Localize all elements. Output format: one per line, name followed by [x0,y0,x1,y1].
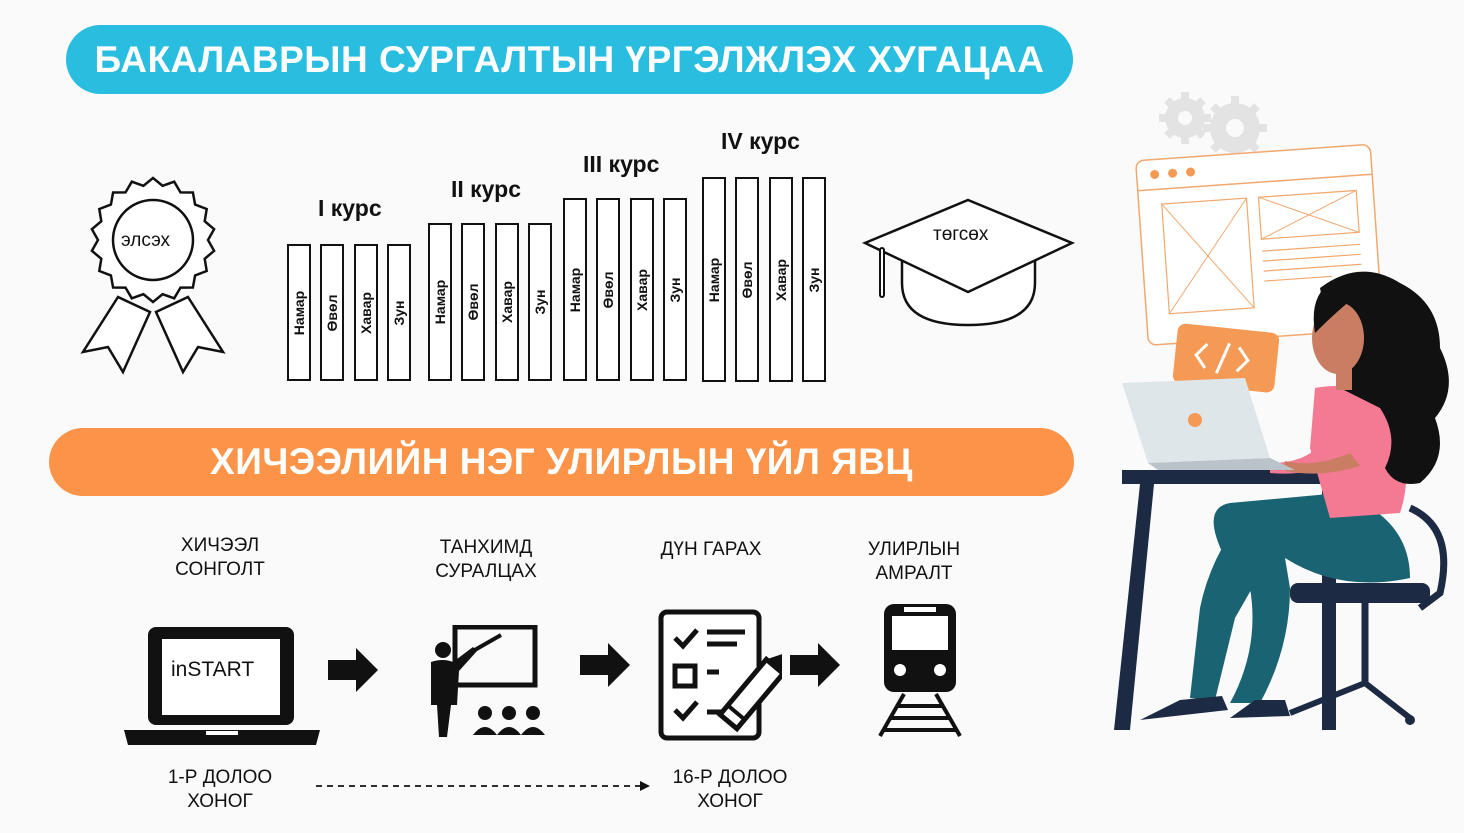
season-label: Хавар [772,258,789,301]
season-label: Хавар [633,268,650,311]
gear-icon [1159,92,1267,160]
graduation-cap-icon [861,198,1076,327]
season-book: Зун [386,244,411,381]
season-label: Хавар [498,281,515,323]
season-book: Өвөл [320,244,345,381]
season-label: Намар [291,290,307,335]
season-label: Зун [531,289,548,315]
season-book: Зун [527,223,552,381]
season-book: Хавар [494,223,519,381]
season-book: Өвөл [596,198,621,381]
season-book: Зун [662,198,687,381]
course-title: III курс [583,151,660,177]
course-title: IV курс [721,128,800,154]
arrow-right-icon [790,643,840,687]
start-badge-label: элсэх [121,230,171,251]
season-label: Зун [805,266,822,293]
graduation-label: төгсөх [933,224,989,245]
season-book: Зун [801,177,826,382]
season-book: Намар [563,198,587,381]
season-label: Өвөл [324,294,341,331]
season-book: Намар [702,177,726,382]
season-book: Хавар [768,177,793,382]
season-label: Зун [666,276,683,303]
code-tag-icon [1172,323,1280,393]
season-label: Намар [432,279,448,325]
duration-banner: БАКАЛАВРЫН СУРГАЛТЫН ҮРГЭЛЖЛЭХ ХУГАЦАА [66,25,1073,94]
arrow-right-icon [328,648,378,692]
season-label: Намар [706,257,722,302]
season-book: Хавар [629,198,654,381]
laptop-screen-text: inSTART [171,658,255,681]
season-book: Намар [287,244,311,381]
season-book: Намар [428,223,452,381]
step-grades-label: ДҮН ГАРАХ [660,539,762,560]
rosette-badge-icon [80,176,226,375]
season-book: Хавар [353,244,378,381]
student-at-laptop-illustration [1114,92,1449,730]
season-label: Зун [390,299,407,326]
arrow-right-icon [580,643,630,687]
dashed-timeline-arrow [316,781,650,791]
train-icon [878,604,962,737]
season-label: Хавар [357,291,374,334]
laptop-icon [124,627,320,745]
season-label: Өвөл [739,261,756,298]
teacher-classroom-icon [431,625,545,737]
season-label: Намар [567,267,583,312]
season-label: Өвөл [465,283,482,321]
course-title: I курс [318,195,382,221]
checklist-pencil-icon [658,609,782,741]
season-book: Өвөл [735,177,760,382]
semester-process-banner: ХИЧЭЭЛИЙН НЭГ УЛИРЛЫН ҮЙЛ ЯВЦ [49,428,1074,496]
course-title: II курс [451,176,522,202]
season-label: Өвөл [600,271,617,308]
season-book: Өвөл [461,223,486,381]
